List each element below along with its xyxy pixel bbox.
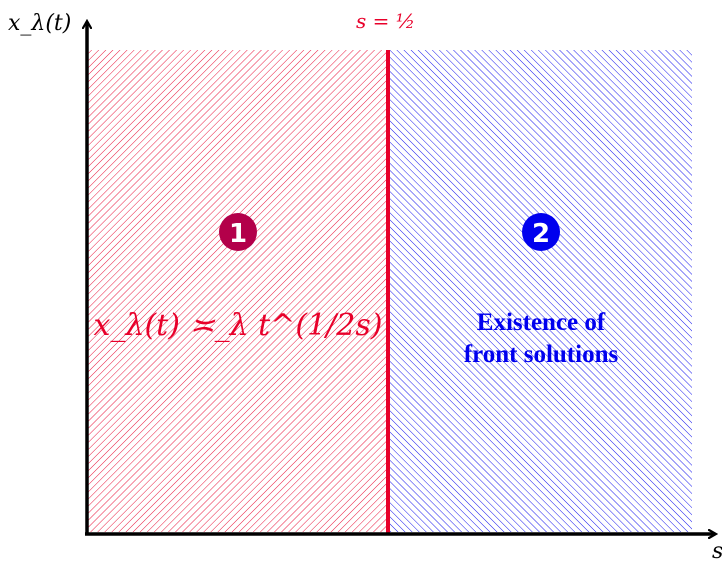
region-2-marker-digit: 2 <box>532 219 550 249</box>
x-axis-label: s <box>712 539 722 562</box>
y-axis-label: x_λ(t) <box>8 11 71 36</box>
region-2-text-line1: Existence of <box>477 309 606 336</box>
region-2-marker: 2 <box>522 213 560 251</box>
region-2-text-line2: front solutions <box>464 341 619 368</box>
region-1-formula: x_λ(t) ≍_λ t^(1/2s) <box>94 308 383 343</box>
region-1-hatch <box>87 50 389 532</box>
divider-label: s = ½ <box>356 9 415 33</box>
region-1-marker: 1 <box>219 213 257 251</box>
region-1-marker-digit: 1 <box>229 219 247 249</box>
region-2-hatch <box>389 50 692 532</box>
